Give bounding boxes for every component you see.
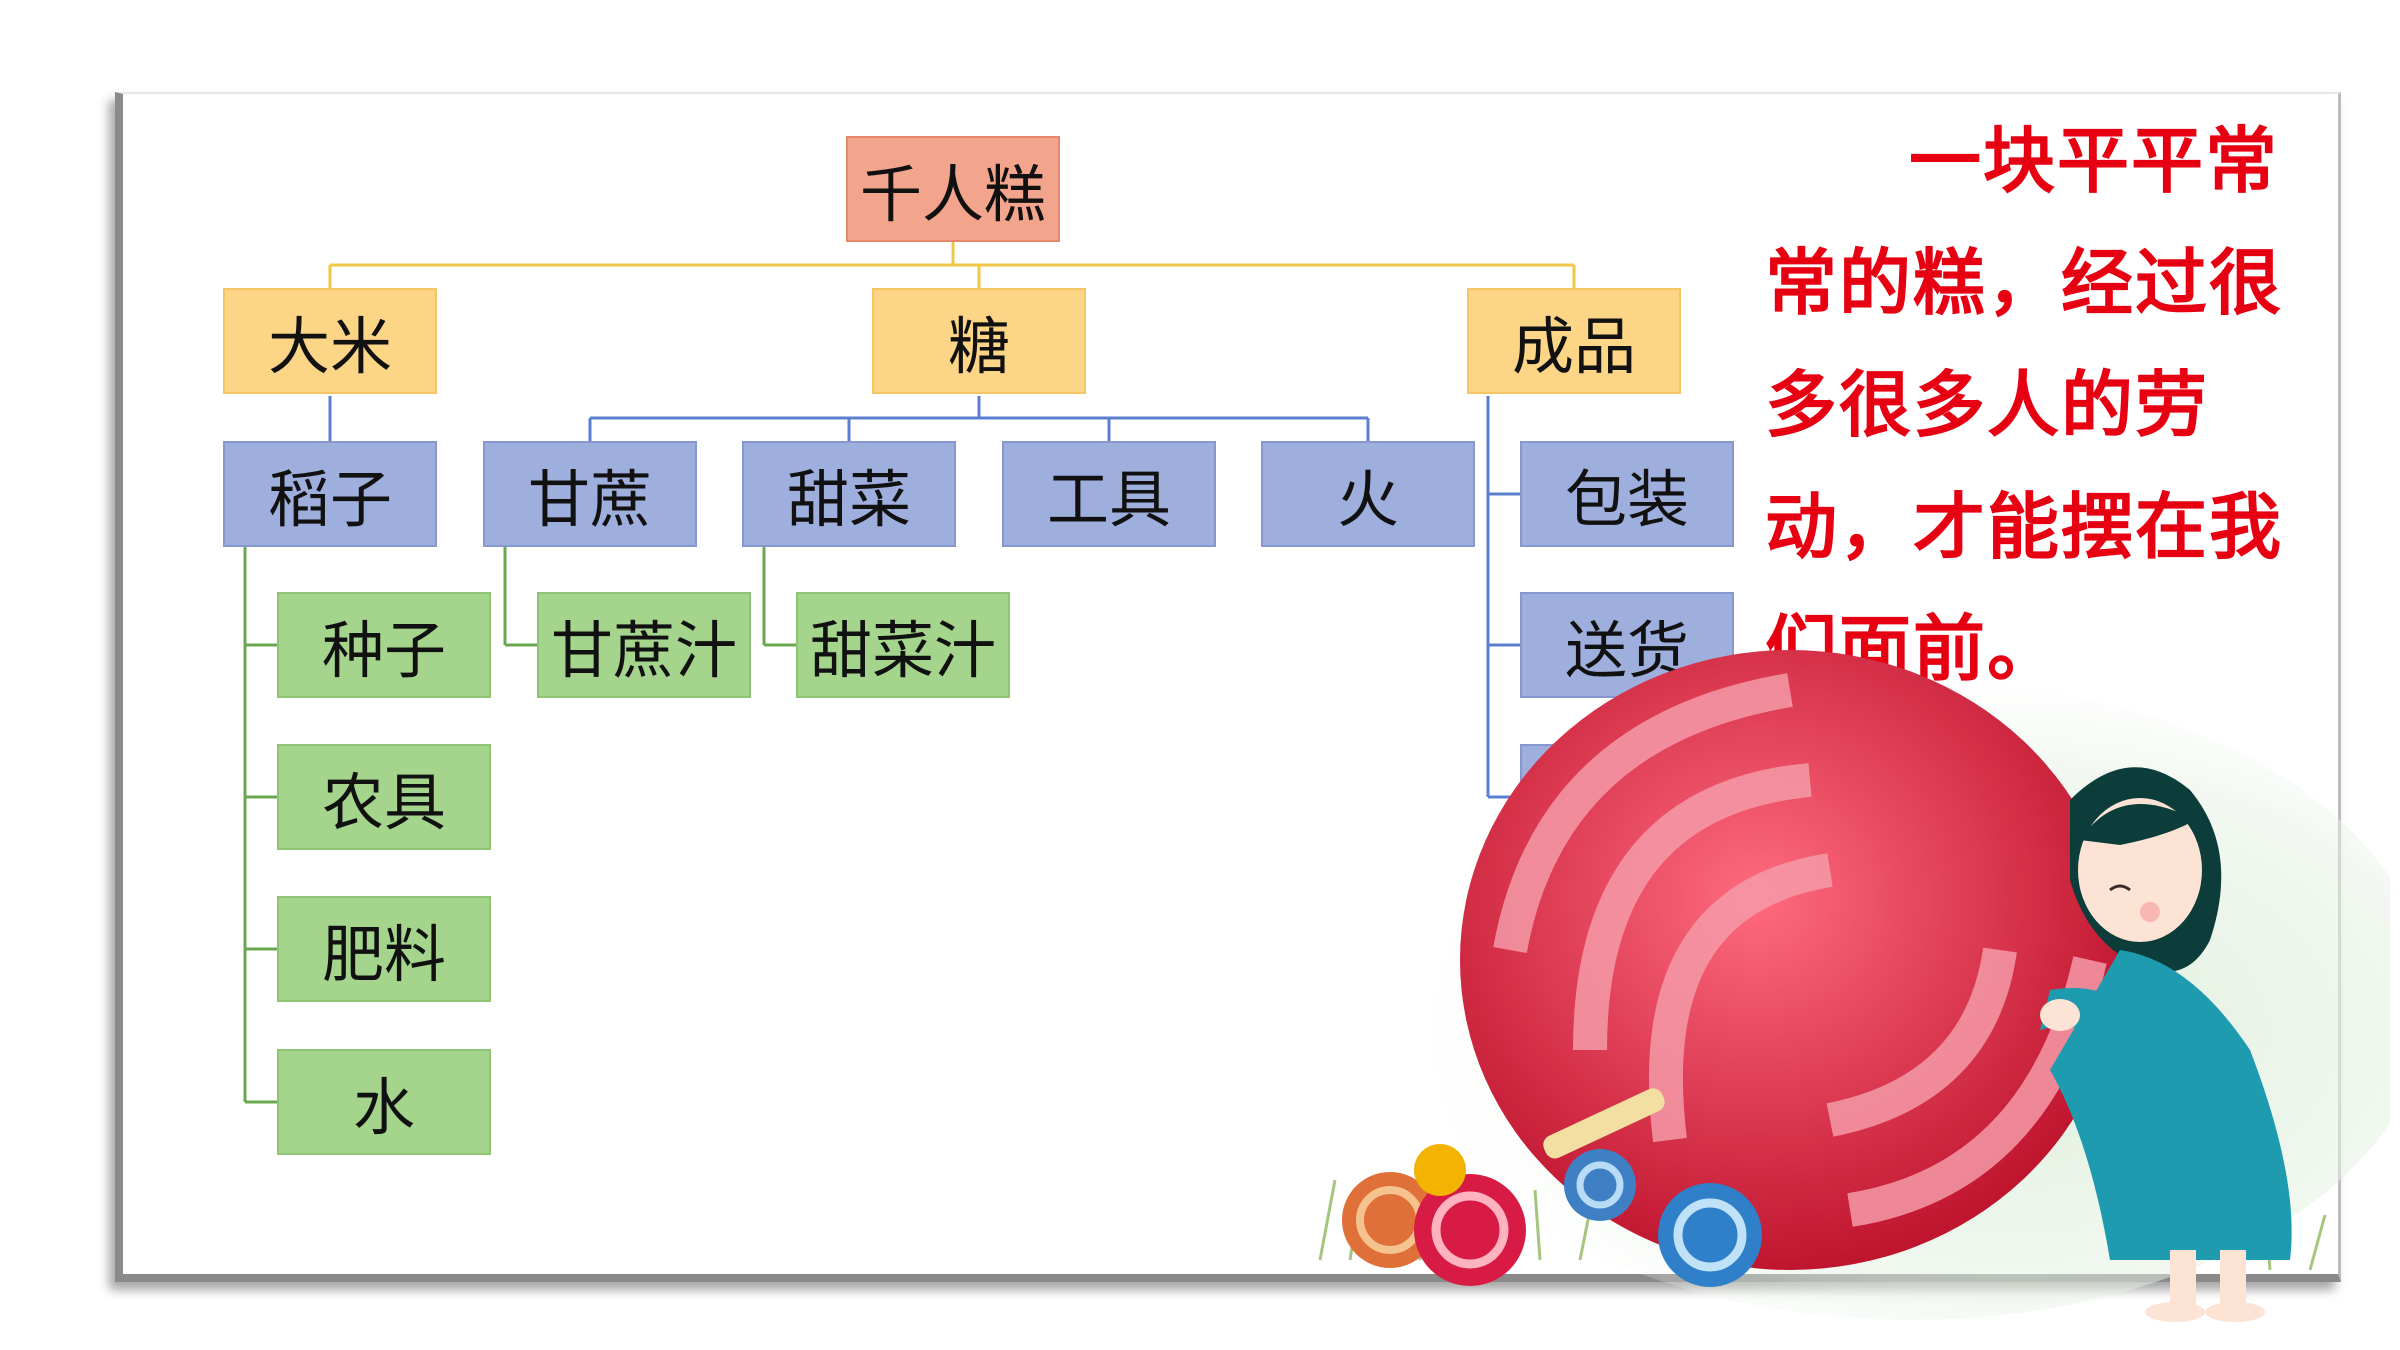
node-tools: 工具 (1002, 441, 1216, 547)
node-water: 水 (277, 1049, 491, 1155)
node-sugarcane-juice: 甘蔗汁 (537, 592, 751, 698)
node-farm-tools: 农具 (277, 744, 491, 850)
node-beet: 甜菜 (742, 441, 956, 547)
branch-node-sugar: 糖 (872, 288, 1086, 394)
branch-connectors (328, 396, 1520, 799)
poem-text: 一块平平常常的糕，经过很多很多人的劳动，才能摆在我们面前。 (1765, 119, 2284, 691)
node-beet-juice: 甜菜汁 (796, 592, 1010, 698)
node-fertilizer: 肥料 (277, 896, 491, 1002)
root-connectors (328, 242, 1576, 288)
leaf-connectors (243, 547, 796, 1104)
node-packaging: 包装 (1520, 441, 1734, 547)
node-fire: 火 (1261, 441, 1475, 547)
node-paddy: 稻子 (223, 441, 437, 547)
node-sugarcane: 甘蔗 (483, 441, 697, 547)
node-seed: 种子 (277, 592, 491, 698)
root-node: 千人糕 (846, 136, 1060, 242)
branch-node-product: 成品 (1467, 288, 1681, 394)
branch-node-rice: 大米 (223, 288, 437, 394)
girl-hugging-lollipop-illustration (1318, 650, 2390, 1322)
